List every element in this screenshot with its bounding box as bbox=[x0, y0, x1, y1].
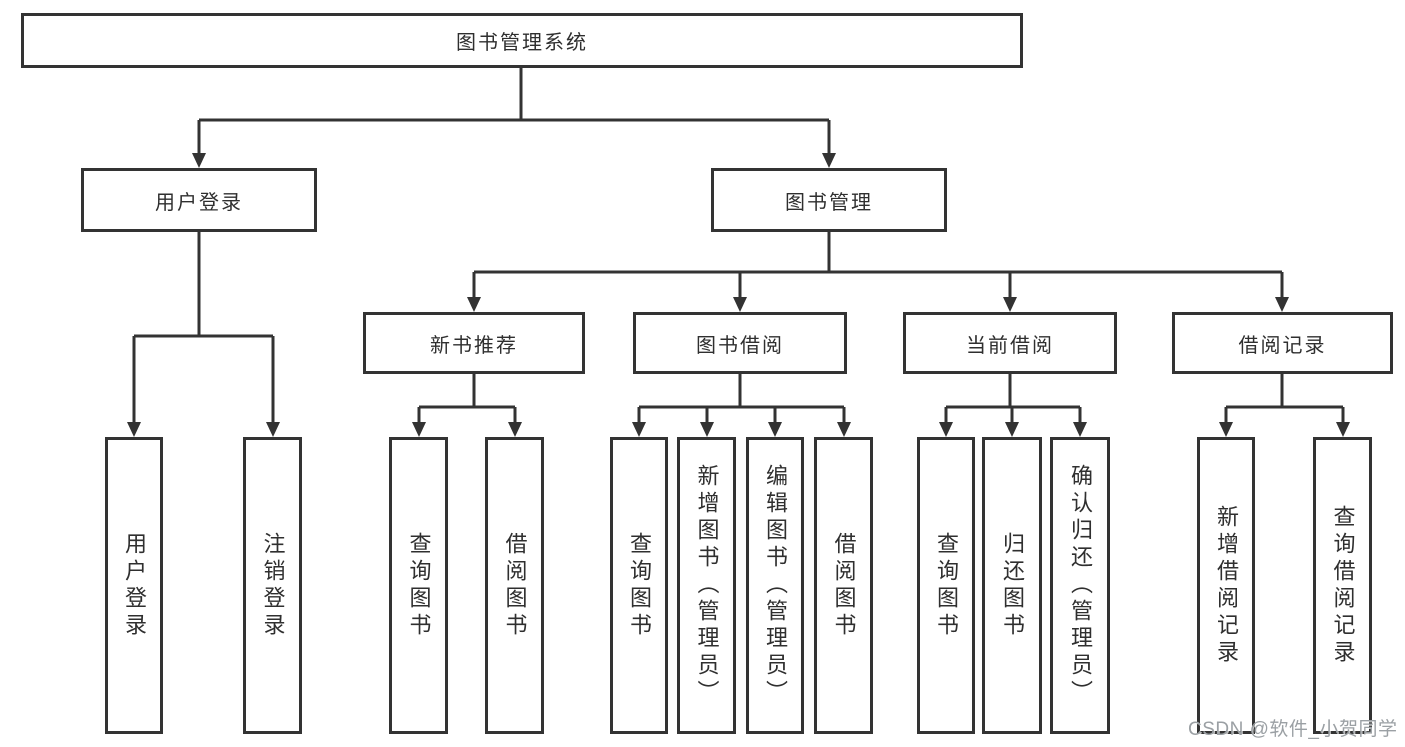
node-leaf-edit-book-admin-label: 编辑图书（管理员） bbox=[763, 464, 788, 707]
connector-new-book-branch bbox=[417, 374, 517, 425]
node-leaf-query-books-2: 查询图书 bbox=[610, 437, 668, 734]
node-leaf-edit-book-admin: 编辑图书（管理员） bbox=[746, 437, 804, 734]
node-leaf-add-book-admin-label: 新增图书（管理员） bbox=[694, 464, 720, 707]
node-book-borrowing-label: 图书借阅 bbox=[696, 334, 784, 357]
node-leaf-user-login-label: 用户登录 bbox=[122, 531, 147, 640]
node-leaf-borrow-books-2: 借阅图书 bbox=[814, 437, 873, 734]
node-book-management-label: 图书管理 bbox=[785, 191, 873, 214]
arrowheads bbox=[127, 153, 1350, 437]
node-leaf-query-books-1-label: 查询图书 bbox=[406, 531, 432, 640]
node-new-book-recommend-label: 新书推荐 bbox=[430, 334, 518, 357]
node-leaf-query-borrow-record: 查询借阅记录 bbox=[1313, 437, 1372, 734]
node-new-book-recommend: 新书推荐 bbox=[363, 312, 585, 374]
node-root: 图书管理系统 bbox=[21, 13, 1023, 68]
connector-book-borrowing-branch bbox=[637, 374, 846, 425]
node-leaf-borrow-books-1: 借阅图书 bbox=[485, 437, 544, 734]
node-leaf-return-books-label: 归还图书 bbox=[1000, 531, 1025, 640]
node-leaf-logout-label: 注销登录 bbox=[260, 531, 286, 640]
node-borrowing-records: 借阅记录 bbox=[1172, 312, 1393, 374]
node-borrowing-records-label: 借阅记录 bbox=[1238, 334, 1327, 357]
node-current-borrowing: 当前借阅 bbox=[903, 312, 1117, 374]
node-leaf-add-book-admin: 新增图书（管理员） bbox=[677, 437, 736, 734]
node-leaf-borrow-books-2-label: 借阅图书 bbox=[831, 531, 857, 640]
node-user-login: 用户登录 bbox=[81, 168, 317, 232]
node-root-label: 图书管理系统 bbox=[456, 32, 588, 54]
node-leaf-confirm-return-admin-label: 确认归还（管理员） bbox=[1068, 464, 1093, 707]
node-leaf-borrow-books-1-label: 借阅图书 bbox=[502, 531, 528, 640]
watermark: CSDN @软件_小贺同学 bbox=[1188, 719, 1398, 740]
connector-borrowing-records-branch bbox=[1224, 374, 1345, 425]
node-leaf-query-books-1: 查询图书 bbox=[389, 437, 448, 734]
node-leaf-logout: 注销登录 bbox=[243, 437, 302, 734]
node-book-borrowing: 图书借阅 bbox=[633, 312, 847, 374]
node-leaf-query-books-3: 查询图书 bbox=[917, 437, 975, 734]
node-user-login-label: 用户登录 bbox=[155, 191, 243, 214]
node-current-borrowing-label: 当前借阅 bbox=[966, 334, 1054, 357]
connector-book-management-branch bbox=[472, 232, 1284, 300]
node-leaf-query-books-2-label: 查询图书 bbox=[627, 531, 652, 640]
node-book-management: 图书管理 bbox=[711, 168, 947, 232]
node-leaf-query-borrow-record-label: 查询借阅记录 bbox=[1330, 504, 1356, 667]
node-leaf-user-login: 用户登录 bbox=[105, 437, 163, 734]
node-leaf-return-books: 归还图书 bbox=[982, 437, 1042, 734]
connector-current-borrowing-branch bbox=[944, 374, 1082, 425]
node-leaf-add-borrow-record: 新增借阅记录 bbox=[1197, 437, 1255, 734]
connector-root-to-level2 bbox=[197, 68, 831, 156]
node-leaf-query-books-3-label: 查询图书 bbox=[934, 531, 959, 640]
connector-user-login-branch bbox=[132, 232, 275, 425]
node-leaf-add-borrow-record-label: 新增借阅记录 bbox=[1214, 504, 1239, 667]
node-leaf-confirm-return-admin: 确认归还（管理员） bbox=[1050, 437, 1110, 734]
